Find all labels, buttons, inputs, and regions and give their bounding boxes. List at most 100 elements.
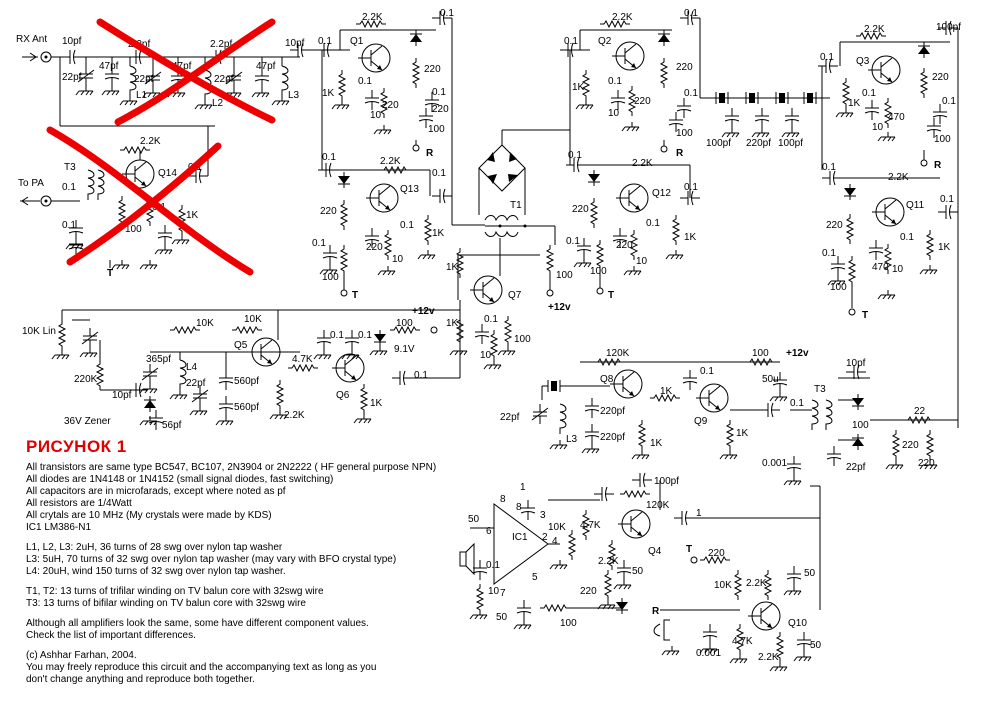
svg-text:220: 220 <box>366 242 383 253</box>
svg-text:0.1: 0.1 <box>62 220 76 231</box>
svg-text:22pf: 22pf <box>62 72 82 83</box>
ic1-opamp-icon <box>493 503 549 585</box>
product-detector: T3 10pf 100 22pf 22 220 220 0.001 <box>762 358 958 610</box>
stage-q2-q12: 0.1 2.2K Q2 1K 0.1 220 10 220 0.1 100 R … <box>546 8 720 313</box>
svg-text:10: 10 <box>480 350 492 361</box>
svg-text:50: 50 <box>804 568 816 579</box>
svg-text:0.1: 0.1 <box>684 8 698 19</box>
svg-text:0.1: 0.1 <box>900 232 914 243</box>
svg-text:220: 220 <box>902 440 919 451</box>
svg-text:1K: 1K <box>322 88 335 99</box>
tx-pa-driver: To PA T3 0.1 0.1 Q14 2.2K 0.1 100 0.1 1K… <box>18 57 215 279</box>
svg-text:0.1: 0.1 <box>608 76 622 87</box>
svg-text:47pf: 47pf <box>172 61 192 72</box>
svg-text:47pf: 47pf <box>256 61 276 72</box>
svg-text:IC1: IC1 <box>512 532 528 543</box>
svg-text:10: 10 <box>392 254 404 265</box>
copyright-note: You may freely reproduce this circuit an… <box>26 662 377 673</box>
svg-text:0.1: 0.1 <box>566 236 580 247</box>
svg-text:Q6: Q6 <box>336 390 350 401</box>
svg-text:T: T <box>608 290 614 301</box>
svg-text:1K: 1K <box>572 82 585 93</box>
svg-text:50: 50 <box>468 514 480 525</box>
svg-text:0.1: 0.1 <box>358 330 372 341</box>
svg-text:2: 2 <box>542 532 548 543</box>
svg-text:220: 220 <box>708 548 725 559</box>
svg-text:100: 100 <box>590 266 607 277</box>
svg-text:2.2K: 2.2K <box>284 410 305 421</box>
svg-text:0.1: 0.1 <box>942 96 956 107</box>
svg-text:56pf: 56pf <box>162 420 182 431</box>
transformer-note: T1, T2: 13 turns of trifilar winding on … <box>26 586 324 597</box>
svg-text:470: 470 <box>872 262 889 273</box>
svg-text:2.2K: 2.2K <box>758 652 779 663</box>
svg-text:1K: 1K <box>186 210 199 221</box>
coil-note: L4: 20uH, wind 150 turns of 32 swg over … <box>26 566 286 577</box>
svg-text:100: 100 <box>752 348 769 359</box>
svg-text:2.2K: 2.2K <box>864 24 885 35</box>
svg-text:6: 6 <box>486 526 492 537</box>
svg-text:2.2K: 2.2K <box>746 578 767 589</box>
svg-text:T1: T1 <box>510 200 522 211</box>
stage-q3-q11: 0.1 2.2K Q3 1K 0.1 470 10 220 0.1 100 R … <box>817 20 961 428</box>
svg-text:10K Lin: 10K Lin <box>22 326 56 337</box>
svg-text:10K: 10K <box>714 580 732 591</box>
svg-text:T3: T3 <box>814 384 826 395</box>
svg-text:100pf: 100pf <box>654 476 679 487</box>
svg-text:100: 100 <box>322 272 339 283</box>
svg-text:R: R <box>676 148 684 159</box>
svg-text:560pf: 560pf <box>234 376 259 387</box>
note-line: All crytals are 10 MHz (My crystals were… <box>26 510 272 521</box>
svg-text:Q1: Q1 <box>350 36 364 47</box>
svg-text:220pf: 220pf <box>600 432 625 443</box>
svg-text:Q14: Q14 <box>158 168 177 179</box>
svg-text:8: 8 <box>500 494 506 505</box>
svg-text:100: 100 <box>560 618 577 629</box>
svg-text:470: 470 <box>888 112 905 123</box>
svg-text:0.1: 0.1 <box>820 52 834 63</box>
coil-note: L3: 5uH, 70 turns of 32 swg over nylon t… <box>26 554 397 565</box>
note-line: IC1 LM386-N1 <box>26 522 92 533</box>
svg-text:10: 10 <box>872 122 884 133</box>
svg-text:7: 7 <box>500 588 506 599</box>
differences-note: Although all amplifiers look the same, s… <box>26 618 369 629</box>
svg-text:T3: T3 <box>64 162 76 173</box>
svg-text:10: 10 <box>636 256 648 267</box>
svg-text:100pf: 100pf <box>706 138 731 149</box>
svg-text:220: 220 <box>382 100 399 111</box>
svg-text:+12v: +12v <box>548 302 571 313</box>
speaker-icon <box>459 551 467 567</box>
svg-text:+12v: +12v <box>412 306 435 317</box>
svg-text:1K: 1K <box>736 428 749 439</box>
svg-text:L4: L4 <box>186 362 198 373</box>
svg-text:220pf: 220pf <box>746 138 771 149</box>
svg-text:2.2K: 2.2K <box>612 12 633 23</box>
svg-text:50: 50 <box>496 612 508 623</box>
svg-text:1K: 1K <box>848 98 861 109</box>
svg-text:120K: 120K <box>646 500 670 511</box>
svg-text:220: 220 <box>580 586 597 597</box>
svg-text:36V Zener: 36V Zener <box>64 416 111 427</box>
figure-title: РИСУНОК 1 <box>26 437 127 456</box>
svg-text:0.1: 0.1 <box>440 8 454 19</box>
svg-text:100: 100 <box>428 124 445 135</box>
svg-text:2.2K: 2.2K <box>598 556 619 567</box>
svg-text:1: 1 <box>520 482 526 493</box>
svg-text:2.2K: 2.2K <box>362 12 383 23</box>
svg-text:100: 100 <box>676 128 693 139</box>
svg-text:220: 220 <box>676 62 693 73</box>
svg-text:10pf: 10pf <box>62 36 82 47</box>
svg-text:50: 50 <box>632 566 644 577</box>
svg-text:T: T <box>686 544 692 555</box>
svg-text:5: 5 <box>532 572 538 583</box>
svg-text:100pf: 100pf <box>936 22 961 33</box>
svg-text:2.2K: 2.2K <box>888 172 909 183</box>
svg-text:0.1: 0.1 <box>484 314 498 325</box>
svg-text:Q2: Q2 <box>598 36 612 47</box>
svg-text:Q13: Q13 <box>400 184 419 195</box>
svg-text:220K: 220K <box>74 374 98 385</box>
svg-text:100: 100 <box>556 270 573 281</box>
svg-text:8: 8 <box>516 502 522 513</box>
bfo-section: 120K Q8 22pf L3 220pf 220pf 1K 1K Q9 0.1… <box>500 348 809 460</box>
svg-text:10pf: 10pf <box>285 38 305 49</box>
